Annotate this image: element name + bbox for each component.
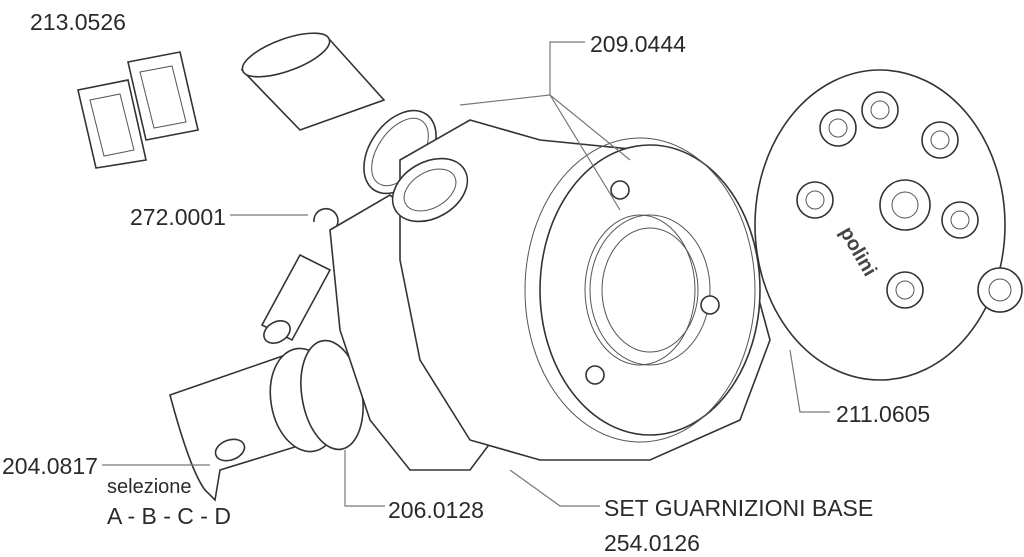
- reed-petals-part: [77, 51, 199, 169]
- label-272-0001: 272.0001: [130, 204, 226, 230]
- label-254-0126: 254.0126: [604, 530, 700, 556]
- leader-lines: [102, 41, 830, 507]
- label-piston-classes: A - B - C - D: [107, 503, 231, 529]
- label-206-0128: 206.0128: [388, 497, 484, 523]
- label-selezione: selezione: [107, 476, 192, 498]
- label-204-0817: 204.0817: [2, 453, 98, 479]
- head-oring-part: [524, 137, 756, 443]
- label-211-0605: 211.0605: [836, 401, 930, 427]
- label-209-0444: 209.0444: [590, 31, 686, 57]
- cylinder-head-part: polini: [754, 69, 1023, 381]
- piston-pin-part: [260, 253, 332, 344]
- label-213-0526: 213.0526: [30, 9, 126, 35]
- label-base-gasket-set-title: SET GUARNIZIONI BASE: [604, 495, 873, 521]
- intake-sleeve-part: [240, 32, 386, 131]
